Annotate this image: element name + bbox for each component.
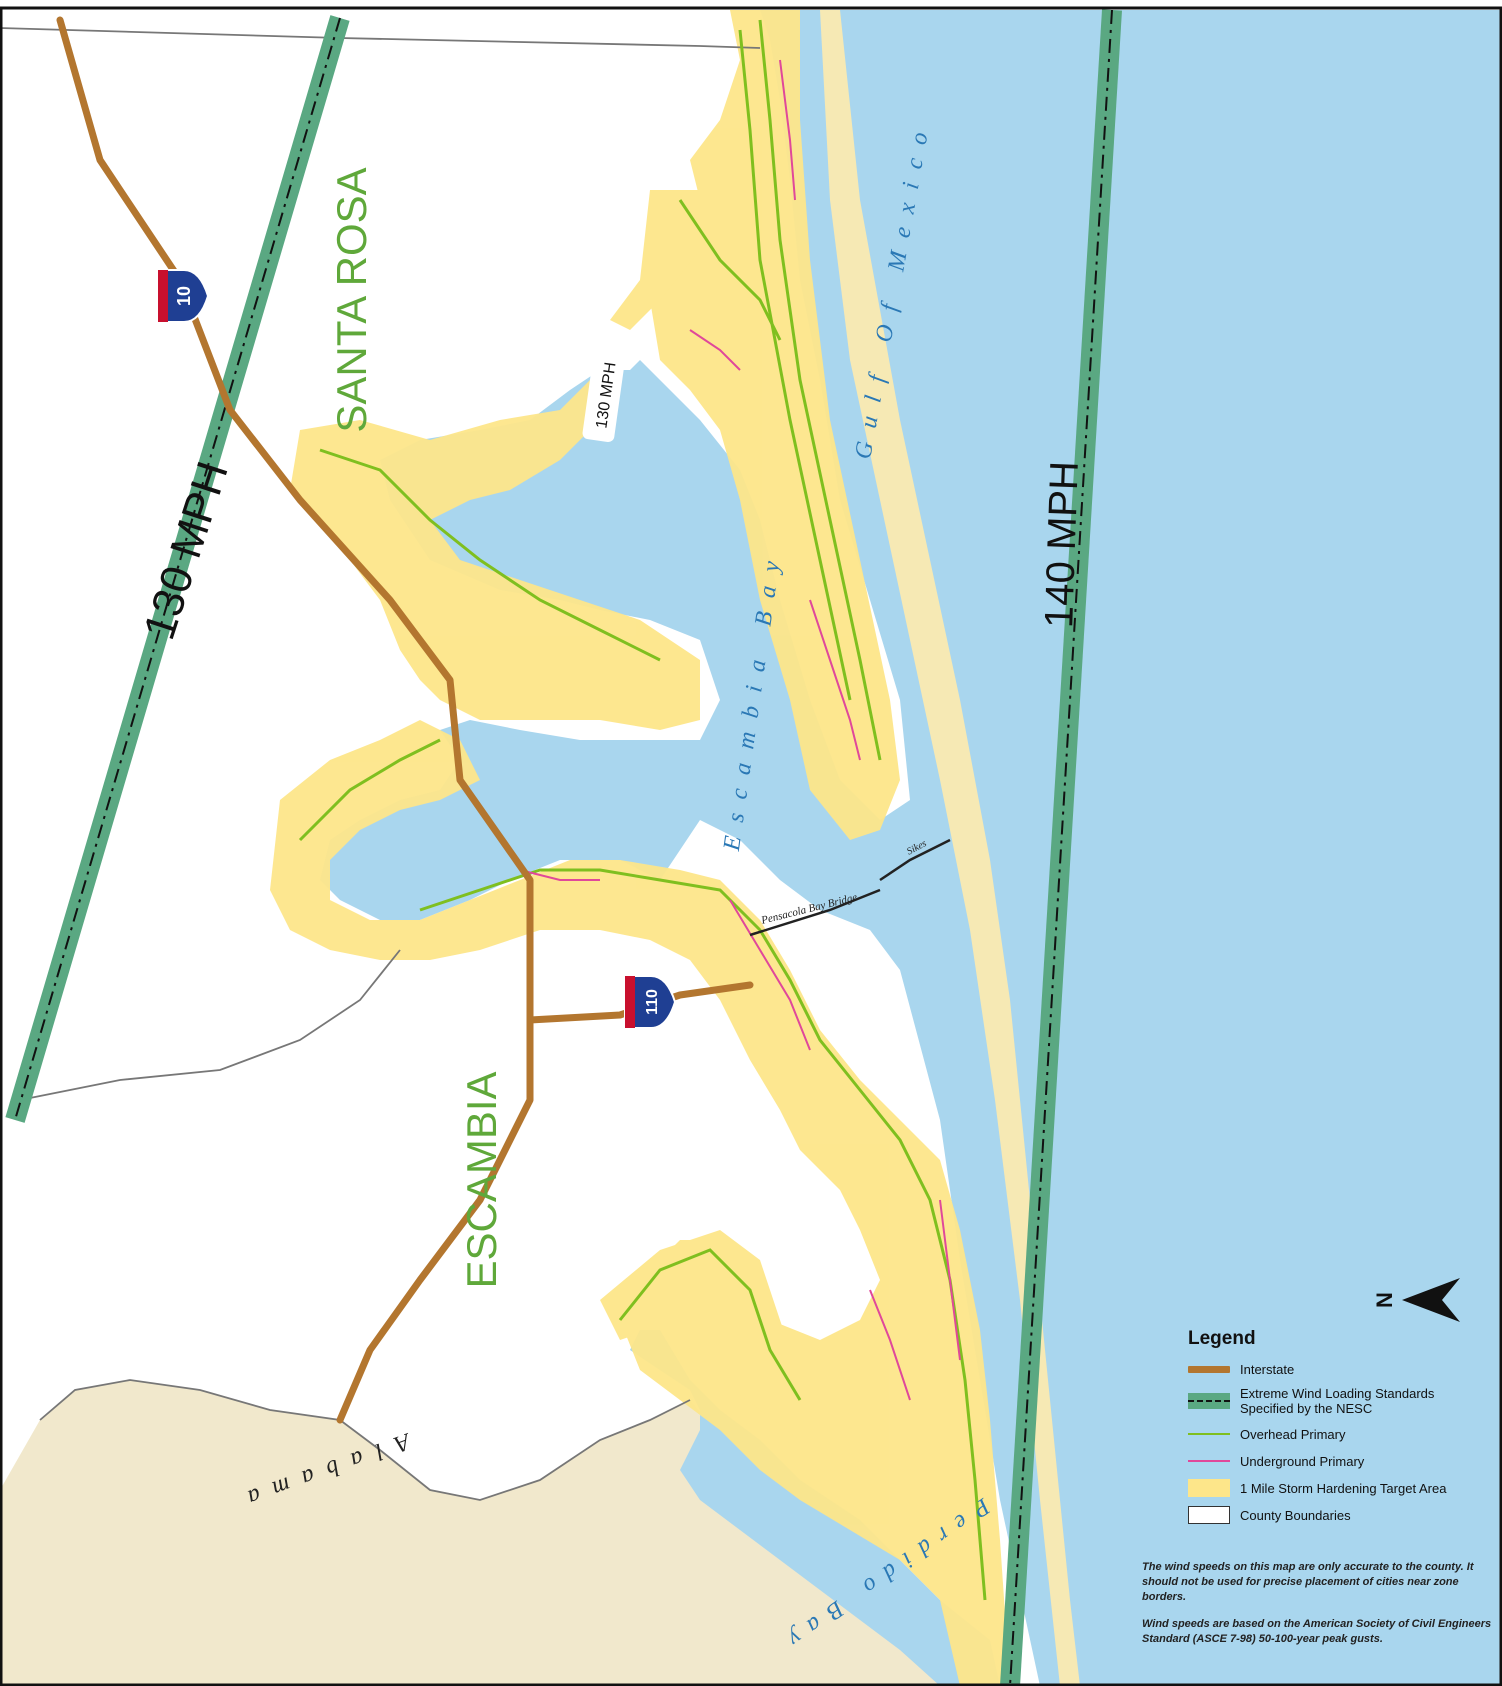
nesc-wind-band-140	[1000, 9, 1122, 1686]
alabama-land	[0, 1380, 990, 1686]
legend-swatch-interstate	[1188, 1366, 1230, 1373]
wind-speed-label-130-small-box: 130 MPH	[582, 347, 626, 443]
legend-swatch-nesc	[1188, 1393, 1230, 1409]
interstate-10-number: 10	[174, 286, 194, 306]
legend-title: Legend	[1188, 1328, 1256, 1349]
north-arrow-icon	[1402, 1278, 1460, 1322]
wind-speed-label-140: 140 MPH	[1037, 460, 1087, 628]
north-arrow: N	[1372, 1278, 1460, 1322]
county-boundaries	[0, 27, 761, 1501]
legend-item-nesc: Extreme Wind Loading Standards Specified…	[1188, 1386, 1488, 1416]
bridges	[749, 838, 951, 937]
legend: Legend Interstate Extreme Wind Loading S…	[1188, 1328, 1488, 1533]
legend-swatch-county	[1188, 1506, 1230, 1524]
legend-item-underground: Underground Primary	[1188, 1452, 1488, 1470]
interstate-110-number: 110	[644, 989, 661, 1015]
underground-primary-lines	[519, 59, 961, 1401]
legend-item-interstate: Interstate	[1188, 1362, 1488, 1377]
interstate-10-shield: 10	[157, 269, 210, 323]
legend-item-county: County Boundaries	[1188, 1506, 1488, 1524]
county-label-santa-rosa: SANTA ROSA	[328, 167, 375, 432]
north-arrow-label: N	[1372, 1292, 1397, 1308]
map-notes: The wind speeds on this map are only acc…	[1142, 1560, 1500, 1659]
legend-swatch-target	[1188, 1479, 1230, 1497]
legend-swatch-underground	[1188, 1460, 1230, 1462]
county-label-escambia: ESCAMBIA	[458, 1071, 505, 1288]
legend-label-interstate: Interstate	[1240, 1362, 1295, 1377]
legend-label-nesc: Extreme Wind Loading Standards Specified…	[1240, 1386, 1435, 1416]
barrier-island	[820, 10, 1080, 1686]
map-frame	[0, 6, 1502, 1686]
water-main	[320, 10, 1502, 1686]
legend-item-overhead: Overhead Primary	[1188, 1425, 1488, 1443]
legend-item-target: 1 Mile Storm Hardening Target Area	[1188, 1479, 1488, 1497]
nesc-wind-band-130	[5, 15, 350, 1123]
storm-hardening-target-area	[270, 10, 1010, 1686]
pensacola-bay-bridge	[749, 888, 881, 937]
legend-label-underground: Underground Primary	[1240, 1453, 1365, 1469]
legend-label-target: 1 Mile Storm Hardening Target Area	[1240, 1480, 1447, 1496]
sikes-bridge	[879, 838, 951, 882]
interstate-110-shield: 110	[624, 975, 677, 1029]
overhead-primary-lines	[298, 19, 987, 1601]
note-accuracy: The wind speeds on this map are only acc…	[1142, 1561, 1474, 1603]
legend-label-county: County Boundaries	[1240, 1507, 1351, 1523]
note-source: Wind speeds are based on the American So…	[1142, 1618, 1492, 1645]
legend-label-overhead: Overhead Primary	[1240, 1426, 1346, 1442]
legend-swatch-overhead	[1188, 1433, 1230, 1435]
